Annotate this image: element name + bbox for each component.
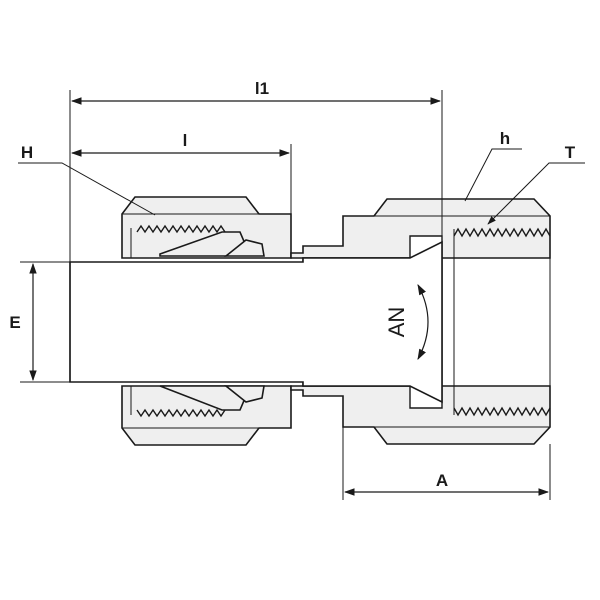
back-ferrule-lower: [223, 385, 265, 403]
body-thread-upper: [453, 227, 551, 238]
l-label: l: [183, 131, 188, 150]
h-body-label: h: [500, 129, 510, 148]
a-label: A: [436, 471, 448, 490]
nut-thread-lower: [136, 408, 226, 418]
leader-h: [18, 162, 156, 216]
an-label: AN: [384, 307, 409, 338]
body-thread-lower: [453, 406, 551, 417]
leader-t: [487, 162, 585, 225]
t-label: T: [565, 143, 576, 162]
back-ferrule-upper: [223, 239, 265, 257]
tube: [69, 240, 443, 404]
leader-hex-body: [464, 148, 522, 202]
front-ferrule-lower: [159, 385, 248, 411]
nut-thread-upper: [136, 224, 226, 234]
e-label: E: [9, 313, 20, 332]
h-nut-label: H: [21, 143, 33, 162]
l1-label: l1: [255, 79, 269, 98]
an-angle-arc: [417, 284, 429, 360]
